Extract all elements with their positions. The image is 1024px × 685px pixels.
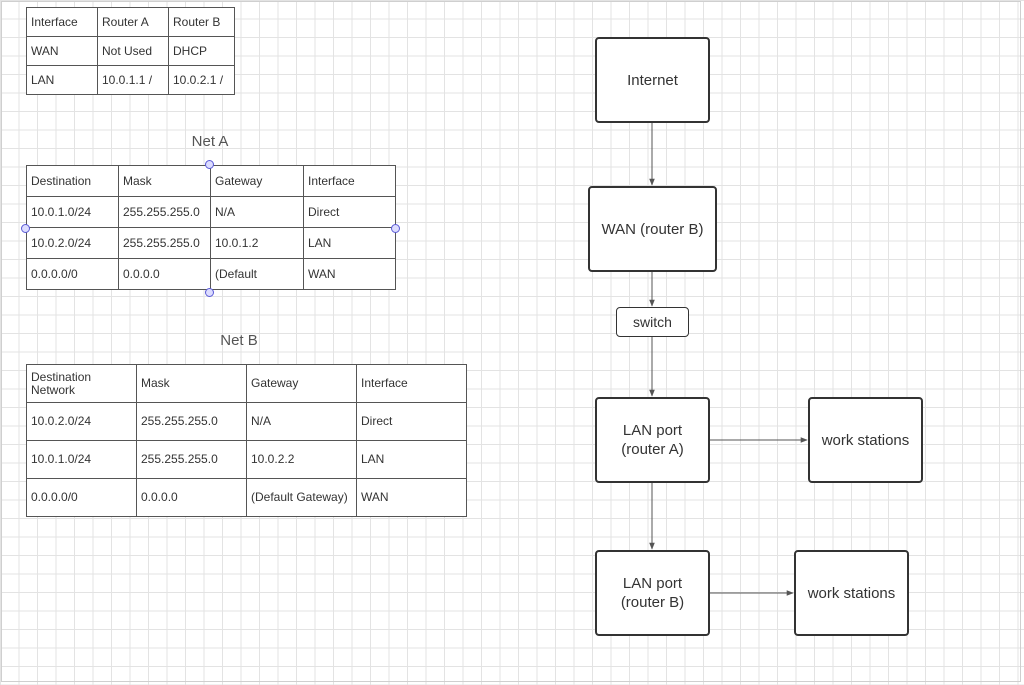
net-a-title: Net A [191,133,229,150]
table-cell[interactable]: LAN [356,440,467,479]
lan-port-router-a-node[interactable]: LAN port (router A) [595,397,710,483]
table-cell[interactable]: N/A [210,196,304,228]
selection-handle-right[interactable] [391,224,400,233]
internet-node[interactable]: Internet [595,37,710,123]
switch-node[interactable]: switch [616,307,689,337]
table-cell[interactable]: 255.255.255.0 [136,440,247,479]
table-header-cell[interactable]: Gateway [246,364,357,403]
table-cell[interactable]: (Default [210,258,304,290]
table-cell[interactable]: LAN [303,227,396,259]
net-b-title: Net B [220,332,258,349]
selection-handle-left[interactable] [21,224,30,233]
table-cell[interactable]: 0.0.0.0 [118,258,211,290]
table-cell[interactable]: 10.0.2.1 / [168,65,235,95]
table-cell[interactable]: N/A [246,402,357,441]
table-cell[interactable]: 0.0.0.0/0 [26,478,137,517]
table-header-cell[interactable]: Gateway [210,165,304,197]
table-header-cell[interactable]: Router B [168,7,235,37]
table-cell[interactable]: WAN [356,478,467,517]
table-cell[interactable]: WAN [303,258,396,290]
work-stations-node-1[interactable]: work stations [808,397,923,483]
wan-router-b-node[interactable]: WAN (router B) [588,186,717,272]
table-cell[interactable]: 255.255.255.0 [118,227,211,259]
table-cell[interactable]: 0.0.0.0/0 [26,258,119,290]
table-cell[interactable]: 0.0.0.0 [136,478,247,517]
lan-port-router-b-node[interactable]: LAN port (router B) [595,550,710,636]
table-header-cell[interactable]: Mask [118,165,211,197]
table-cell[interactable]: DHCP [168,36,235,66]
table-cell[interactable]: Direct [303,196,396,228]
table-header-cell[interactable]: Mask [136,364,247,403]
table-cell[interactable]: (Default Gateway) [246,478,357,517]
table-cell[interactable]: 255.255.255.0 [136,402,247,441]
table-cell[interactable]: 255.255.255.0 [118,196,211,228]
work-stations-node-2[interactable]: work stations [794,550,909,636]
selection-handle-top[interactable] [205,160,214,169]
selection-handle-bottom[interactable] [205,288,214,297]
table-header-cell[interactable]: Destination [26,165,119,197]
